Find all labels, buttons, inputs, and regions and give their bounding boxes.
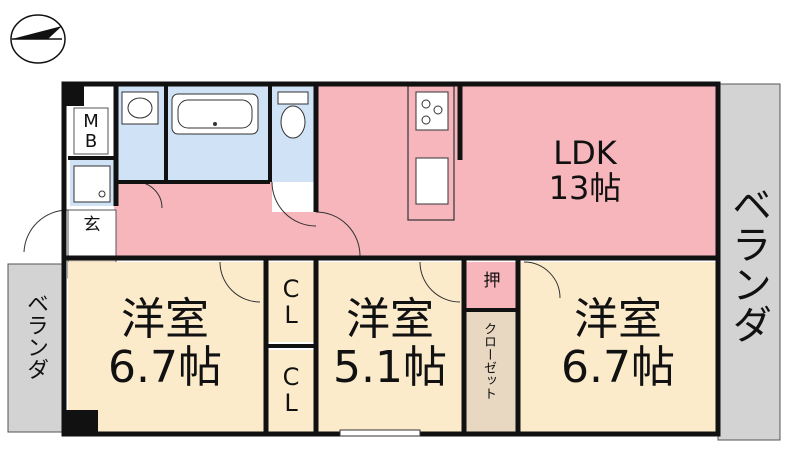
western-room-1-label: 洋室 6.7帖 [108,294,222,394]
balcony-left-area [7,263,65,433]
north-arrow-icon [10,14,66,64]
oshi-label: 押 [483,271,501,291]
ldk-area [316,86,716,258]
western-room-2-label: 洋室 5.1帖 [333,294,447,394]
cl-2-area [266,350,316,432]
wall-column-top-left [62,82,84,106]
mb-area [73,107,109,155]
toilet-icon [277,91,309,139]
western-room-3-area [518,262,716,432]
bathtub-icon [171,93,259,135]
window-bottom [339,429,421,437]
western-room-3-label: 洋室 6.7帖 [561,294,675,394]
balcony-right-label: ベランダ [725,184,771,344]
balcony-right-area [717,83,781,441]
western-room-2-area [318,262,462,432]
walls [61,81,721,437]
entrance-label: 玄 [83,215,101,235]
wall-column-bottom-left [62,410,98,436]
cl-1-area [266,262,316,342]
ldk-label: LDK 13帖 [548,134,622,208]
oshi-area [466,262,518,308]
washer-pan-icon [73,165,111,203]
western-room-1-area [68,262,266,432]
sink-icon [121,91,159,125]
kitchen-counter [407,85,455,221]
balcony-left-label: ベランダ [23,292,48,380]
cl-2-label: C L [282,363,300,418]
mb-label: M B [83,111,99,152]
closet-label: クローゼット [481,322,496,400]
cl-1-label: C L [282,275,300,330]
hall-area [114,182,316,258]
closet-area [466,312,516,432]
